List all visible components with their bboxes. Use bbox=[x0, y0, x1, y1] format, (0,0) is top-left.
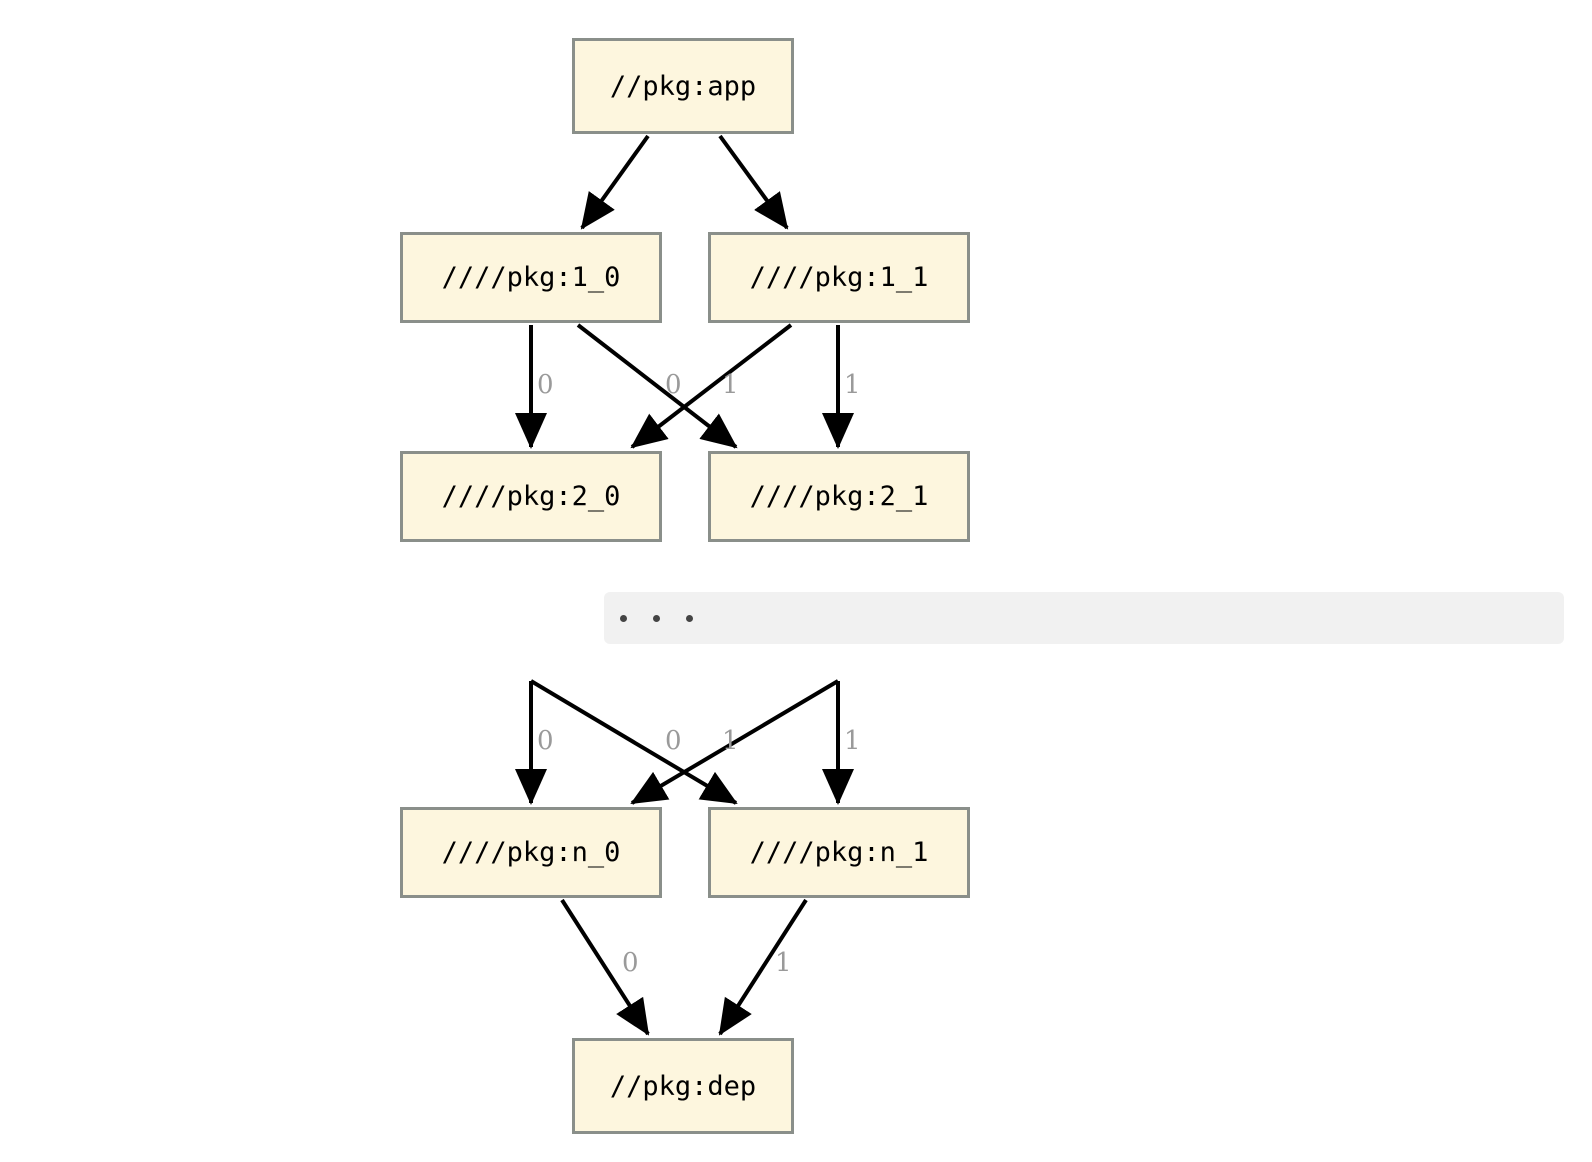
graph-edge-n_1-to-dep bbox=[718, 898, 808, 1036]
edge-label-1_1-to-2_0: 1 bbox=[722, 370, 739, 400]
graph-node-l2_1[interactable]: ////pkg:2_1 bbox=[708, 451, 970, 542]
graph-node-app[interactable]: //pkg:app bbox=[572, 38, 794, 134]
edge-label-1_0-to-2_0: 0 bbox=[537, 370, 554, 400]
edge-label-n-in-1a: 1 bbox=[722, 726, 739, 756]
graph-edge-n-in-0b bbox=[529, 679, 738, 805]
graph-node-l2_0[interactable]: ////pkg:2_0 bbox=[400, 451, 662, 542]
graph-node-l1_1[interactable]: ////pkg:1_1 bbox=[708, 232, 970, 323]
ellipsis-separator-band bbox=[604, 592, 1564, 644]
edge-label-1_0-to-2_1: 0 bbox=[665, 370, 682, 400]
edge-label-n_0-to-dep: 0 bbox=[622, 948, 639, 978]
edge-label-n-in-1b: 1 bbox=[844, 726, 861, 756]
ellipsis-dots bbox=[620, 614, 693, 622]
edge-label-1_1-to-2_1: 1 bbox=[844, 370, 861, 400]
graph-node-ln_0[interactable]: ////pkg:n_0 bbox=[400, 807, 662, 898]
ellipsis-dot bbox=[686, 614, 693, 622]
edge-label-n_1-to-dep: 1 bbox=[775, 948, 792, 978]
graph-node-ln_1[interactable]: ////pkg:n_1 bbox=[708, 807, 970, 898]
edge-label-n-in-0a: 0 bbox=[537, 726, 554, 756]
graph-edge-app-to-1_1 bbox=[718, 134, 789, 230]
graph-node-l1_0[interactable]: ////pkg:1_0 bbox=[400, 232, 662, 323]
graph-edge-1_1-to-2_0 bbox=[630, 323, 793, 449]
ellipsis-dot bbox=[653, 614, 660, 622]
graph-edge-app-to-1_0 bbox=[580, 134, 650, 230]
graph-edge-1_0-to-2_1 bbox=[576, 323, 738, 449]
edge-label-n-in-0b: 0 bbox=[665, 726, 682, 756]
graph-node-dep[interactable]: //pkg:dep bbox=[572, 1038, 794, 1134]
ellipsis-dot bbox=[620, 614, 627, 622]
